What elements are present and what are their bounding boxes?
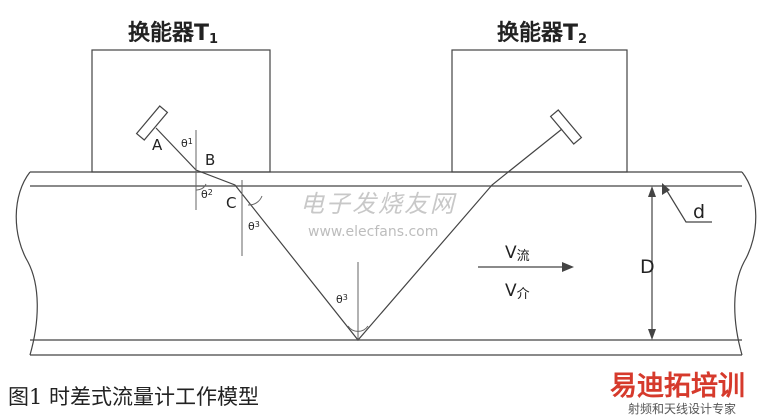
diameter-arrow-top: [648, 186, 656, 197]
transducer-2-housing: [451, 49, 628, 173]
transducer-1-crystal: [135, 105, 169, 141]
diameter-label: D: [640, 256, 655, 278]
diameter-arrow-bottom: [648, 329, 656, 340]
angle-theta3-upper: θ3: [248, 220, 260, 233]
angle-theta3-lower: θ3: [336, 293, 348, 306]
watermark-site: 电子发烧友网: [300, 190, 457, 218]
wall-thickness-leader: [663, 185, 712, 223]
watermark-url: www.elecfans.com: [308, 224, 438, 240]
pipe: [15, 171, 757, 356]
angle-theta1: θ1: [181, 137, 193, 150]
normal-lines: [195, 130, 359, 340]
logo: 易迪拓培训 射频和天线设计专家: [610, 371, 745, 416]
transducer-2-crystal: [549, 109, 583, 145]
acoustic-path: [155, 127, 563, 341]
wall-thickness-arrow: [662, 183, 670, 195]
flow-direction-arrow-head: [562, 262, 574, 272]
logo-main-text: 易迪拓培训: [610, 371, 745, 402]
wall-thickness-label: d: [693, 201, 705, 223]
point-b: B: [205, 151, 215, 169]
angle-theta2: θ2: [201, 188, 213, 201]
transducer-1-label: 换能器T1: [128, 20, 218, 47]
velocity-flow-label: V流: [505, 243, 530, 264]
velocity-medium-label: V介: [505, 281, 530, 302]
angle-arcs: [195, 183, 369, 332]
point-c: C: [226, 194, 236, 212]
point-a: A: [152, 136, 163, 154]
logo-sub-text: 射频和天线设计专家: [628, 401, 736, 416]
transducer-2-label: 换能器T2: [497, 20, 587, 47]
figure-caption: 图1 时差式流量计工作模型: [8, 385, 259, 409]
